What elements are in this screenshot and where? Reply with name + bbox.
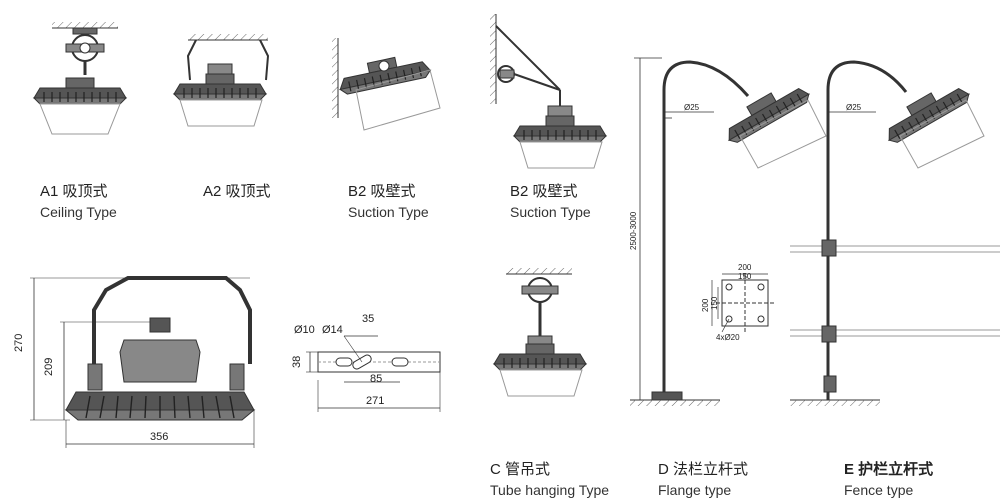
caption-b2-right-en: Suction Type (510, 204, 591, 220)
dim-bracket-hole-large: Ø14 (322, 324, 343, 336)
a2-ceiling-drawing (173, 34, 270, 127)
caption-d-code: D 法栏立杆式 (658, 461, 749, 478)
flange-plate-detail (711, 273, 774, 333)
dim-pole-diameter-d: Ø25 (684, 103, 700, 112)
caption-c-code: C 管吊式 (490, 461, 551, 478)
dim-bracket-spacing: 35 (362, 313, 374, 325)
dim-bracket-hole-small: Ø10 (294, 324, 315, 336)
caption-d: D 法栏立杆式 Flange type (658, 460, 748, 500)
dim-flange-inner: 150 (738, 272, 752, 281)
c-tube-hanging-drawing (493, 268, 587, 397)
dim-bracket-length: 271 (366, 395, 384, 407)
caption-a2: A2 吸顶式 (203, 182, 271, 202)
dim-flange-inner-v: 150 (710, 296, 719, 310)
dim-flange-holes: 4xØ20 (716, 333, 740, 342)
dim-lamp-body-height: 209 (43, 358, 55, 376)
caption-b2-left-code: B2 吸壁式 (348, 183, 416, 200)
caption-e: E 护栏立杆式 Fence type (844, 460, 933, 500)
b2-wall-left-drawing (332, 38, 441, 131)
a1-ceiling-drawing (33, 22, 127, 135)
dim-bracket-height: 38 (291, 356, 303, 368)
b2-wall-right-drawing (490, 14, 607, 169)
caption-a1-en: Ceiling Type (40, 204, 117, 220)
caption-b2-right: B2 吸壁式 Suction Type (510, 182, 591, 222)
caption-e-en: Fence type (844, 482, 914, 498)
caption-a1: A1 吸顶式 Ceiling Type (40, 182, 117, 222)
dim-lamp-height: 270 (13, 334, 25, 352)
dim-pole-height: 2500-3000 (629, 211, 638, 250)
dim-pole-diameter-e: Ø25 (846, 103, 862, 112)
caption-b2-right-code: B2 吸壁式 (510, 183, 578, 200)
caption-c-en: Tube hanging Type (490, 482, 610, 498)
caption-a1-code: A1 吸顶式 (40, 183, 108, 200)
lamp-dimension-drawing (30, 276, 256, 448)
d-flange-pole-drawing (630, 57, 827, 406)
caption-b2-left: B2 吸壁式 Suction Type (348, 182, 429, 222)
dim-lamp-diameter: 356 (150, 431, 168, 443)
e-fence-pole-drawing (790, 60, 1000, 406)
dim-flange-outer: 200 (738, 263, 752, 272)
caption-a2-code: A2 吸顶式 (203, 183, 271, 200)
bracket-dimension-drawing (306, 335, 441, 412)
dim-bracket-slot: 85 (370, 373, 382, 385)
dim-flange-outer-v: 200 (701, 298, 710, 312)
caption-e-code: E 护栏立杆式 (844, 461, 934, 478)
caption-d-en: Flange type (658, 482, 732, 498)
caption-b2-left-en: Suction Type (348, 204, 429, 220)
caption-c: C 管吊式 Tube hanging Type (490, 460, 609, 500)
